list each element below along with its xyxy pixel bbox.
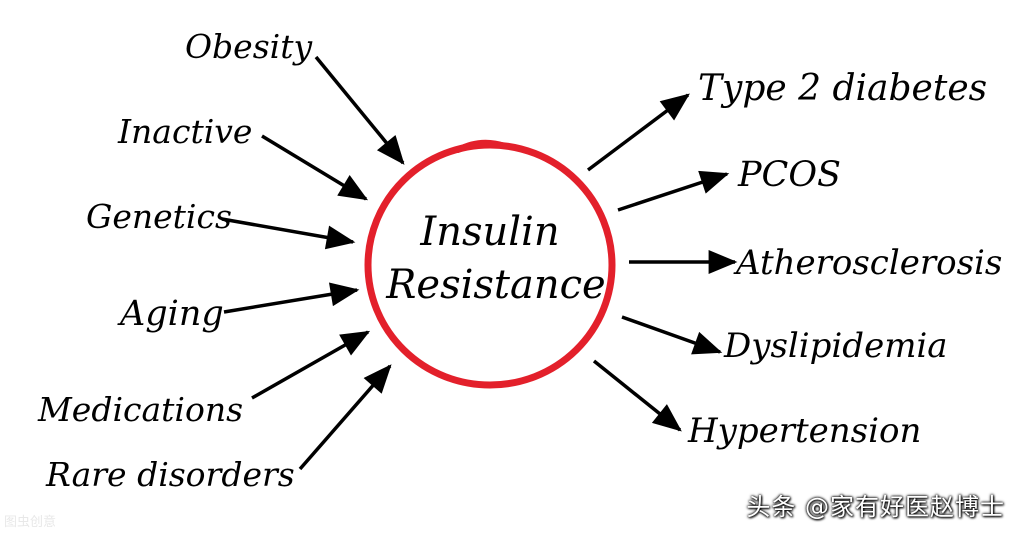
arrow-hypertension [592,359,682,432]
cause-label-aging: Aging [117,294,224,334]
consequence-label-pcos: PCOS [737,155,841,195]
arrow-rare-disorders [298,364,392,471]
consequences-group: Type 2 diabetes PCOS Atherosclerosis Dys… [586,68,1002,451]
causes-group: Obesity Inactive Genetics Aging Medicati… [37,27,405,494]
arrow-medications [251,330,371,400]
consequence-label-type-2-diabetes: Type 2 diabetes [698,68,987,109]
ring-overlap-stroke [455,139,508,153]
cause-label-obesity: Obesity [185,27,312,66]
cause-label-inactive: Inactive [117,112,252,151]
consequence-label-dyslipidemia: Dyslipidemia [723,326,948,366]
cause-label-rare-disorders: Rare disorders [45,455,295,494]
cause-label-genetics: Genetics [86,197,232,236]
arrow-obesity [314,55,405,165]
arrow-type-2-diabetes [586,93,690,172]
stock-corner-mark: 图虫创意 [4,515,57,530]
consequence-label-atherosclerosis: Atherosclerosis [733,243,1002,283]
center-ring [364,139,616,389]
center-title-line2: Resistance [385,262,605,308]
center-title-line1: Insulin [419,209,559,255]
source-watermark: 头条 @家有好医赵博士 [746,493,1005,521]
consequence-label-hypertension: Hypertension [687,411,921,451]
arrow-aging [223,282,360,314]
cause-label-medications: Medications [37,390,243,429]
arrow-pcos [617,170,730,212]
arrow-genetics [221,217,356,250]
arrow-inactive [261,134,369,201]
arrow-dyslipidemia [621,315,723,355]
